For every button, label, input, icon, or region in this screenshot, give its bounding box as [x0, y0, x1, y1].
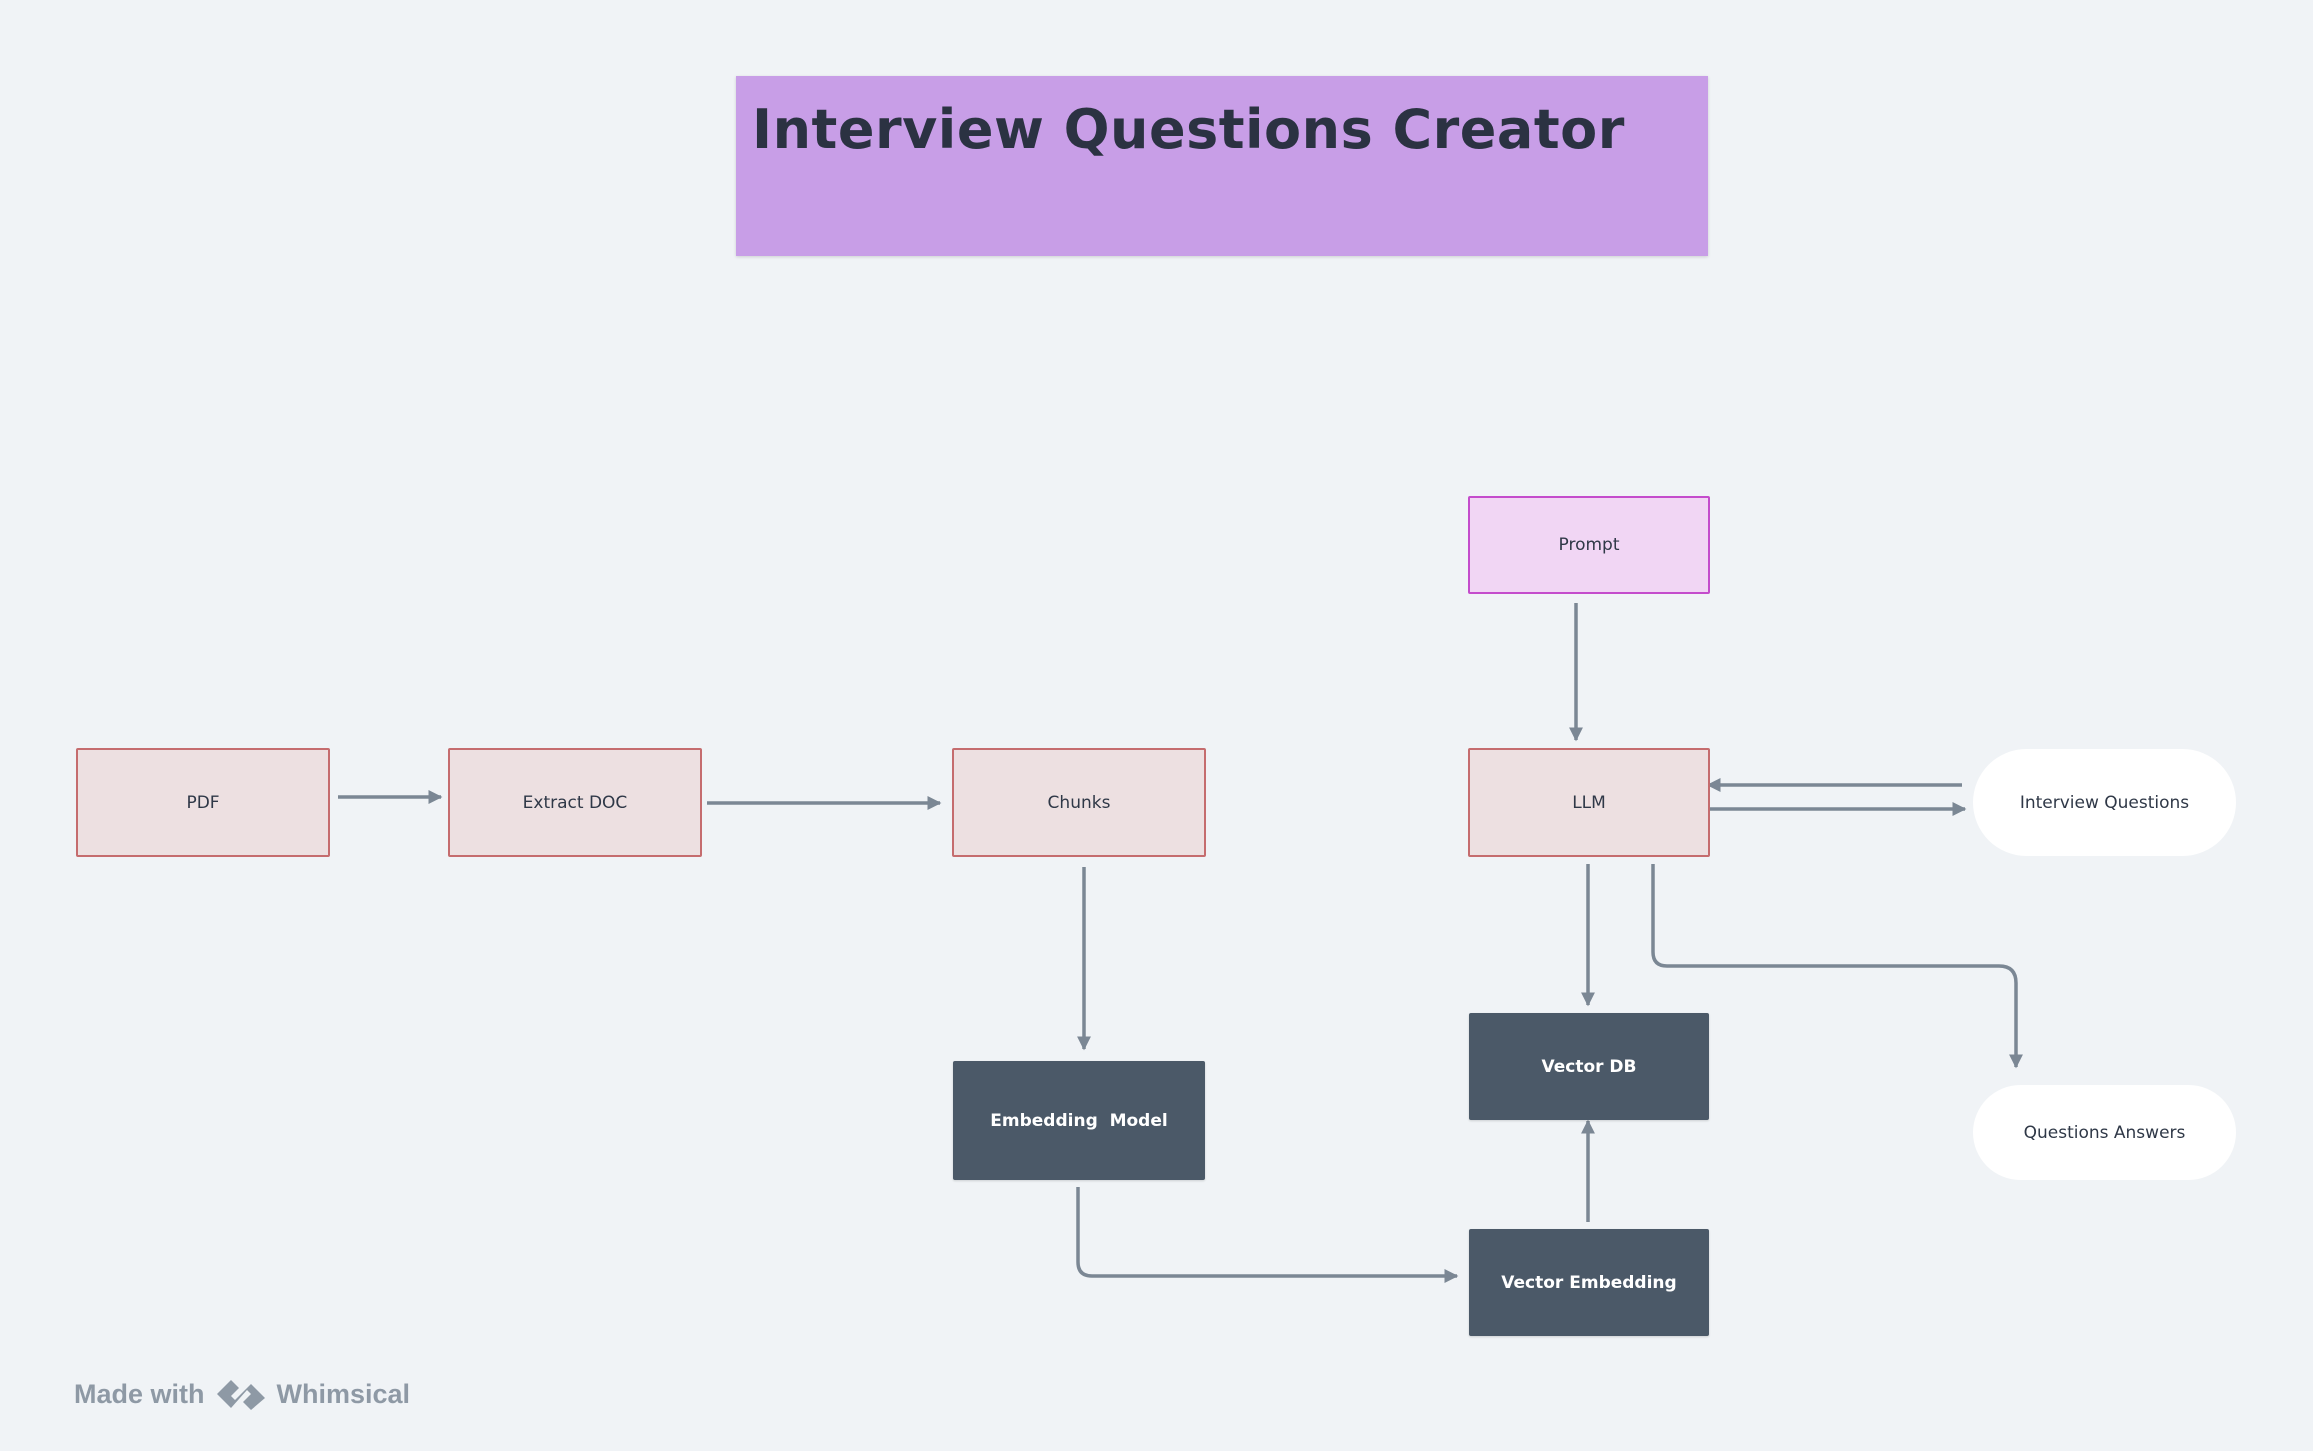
node-llm-label: LLM [1572, 792, 1606, 813]
node-chunks-label: Chunks [1047, 792, 1111, 813]
diagram-title: Interview Questions Creator [752, 98, 1625, 161]
node-questions-answers-label: Questions Answers [2023, 1122, 2186, 1143]
edge-embedding-model-to-vector-embedding [1076, 1187, 1459, 1283]
node-llm[interactable]: LLM [1468, 748, 1710, 857]
title-card: Interview Questions Creator [736, 76, 1708, 256]
node-embedding-model[interactable]: Embedding Model [953, 1061, 1205, 1180]
node-pdf-label: PDF [186, 792, 220, 813]
node-vector-embedding[interactable]: Vector Embedding [1469, 1229, 1709, 1336]
node-prompt[interactable]: Prompt [1468, 496, 1710, 594]
node-vector-db[interactable]: Vector DB [1469, 1013, 1709, 1120]
node-interview-questions-label: Interview Questions [2019, 792, 2190, 813]
node-vector-db-label: Vector DB [1541, 1056, 1637, 1077]
node-extract-doc[interactable]: Extract DOC [448, 748, 702, 857]
node-vector-embedding-label: Vector Embedding [1501, 1272, 1677, 1293]
watermark-brand: Whimsical [276, 1378, 411, 1409]
whimsical-logo-icon [215, 1376, 267, 1412]
node-extract-doc-label: Extract DOC [522, 792, 628, 813]
node-pdf[interactable]: PDF [76, 748, 330, 857]
node-embedding-model-label: Embedding Model [990, 1110, 1168, 1131]
node-chunks[interactable]: Chunks [952, 748, 1206, 857]
node-questions-answers[interactable]: Questions Answers [1973, 1085, 2236, 1180]
node-interview-questions[interactable]: Interview Questions [1973, 749, 2236, 856]
node-prompt-label: Prompt [1558, 535, 1620, 555]
watermark-made-with: Made with [74, 1378, 205, 1409]
whimsical-watermark[interactable]: Made with Whimsical [74, 1376, 410, 1412]
